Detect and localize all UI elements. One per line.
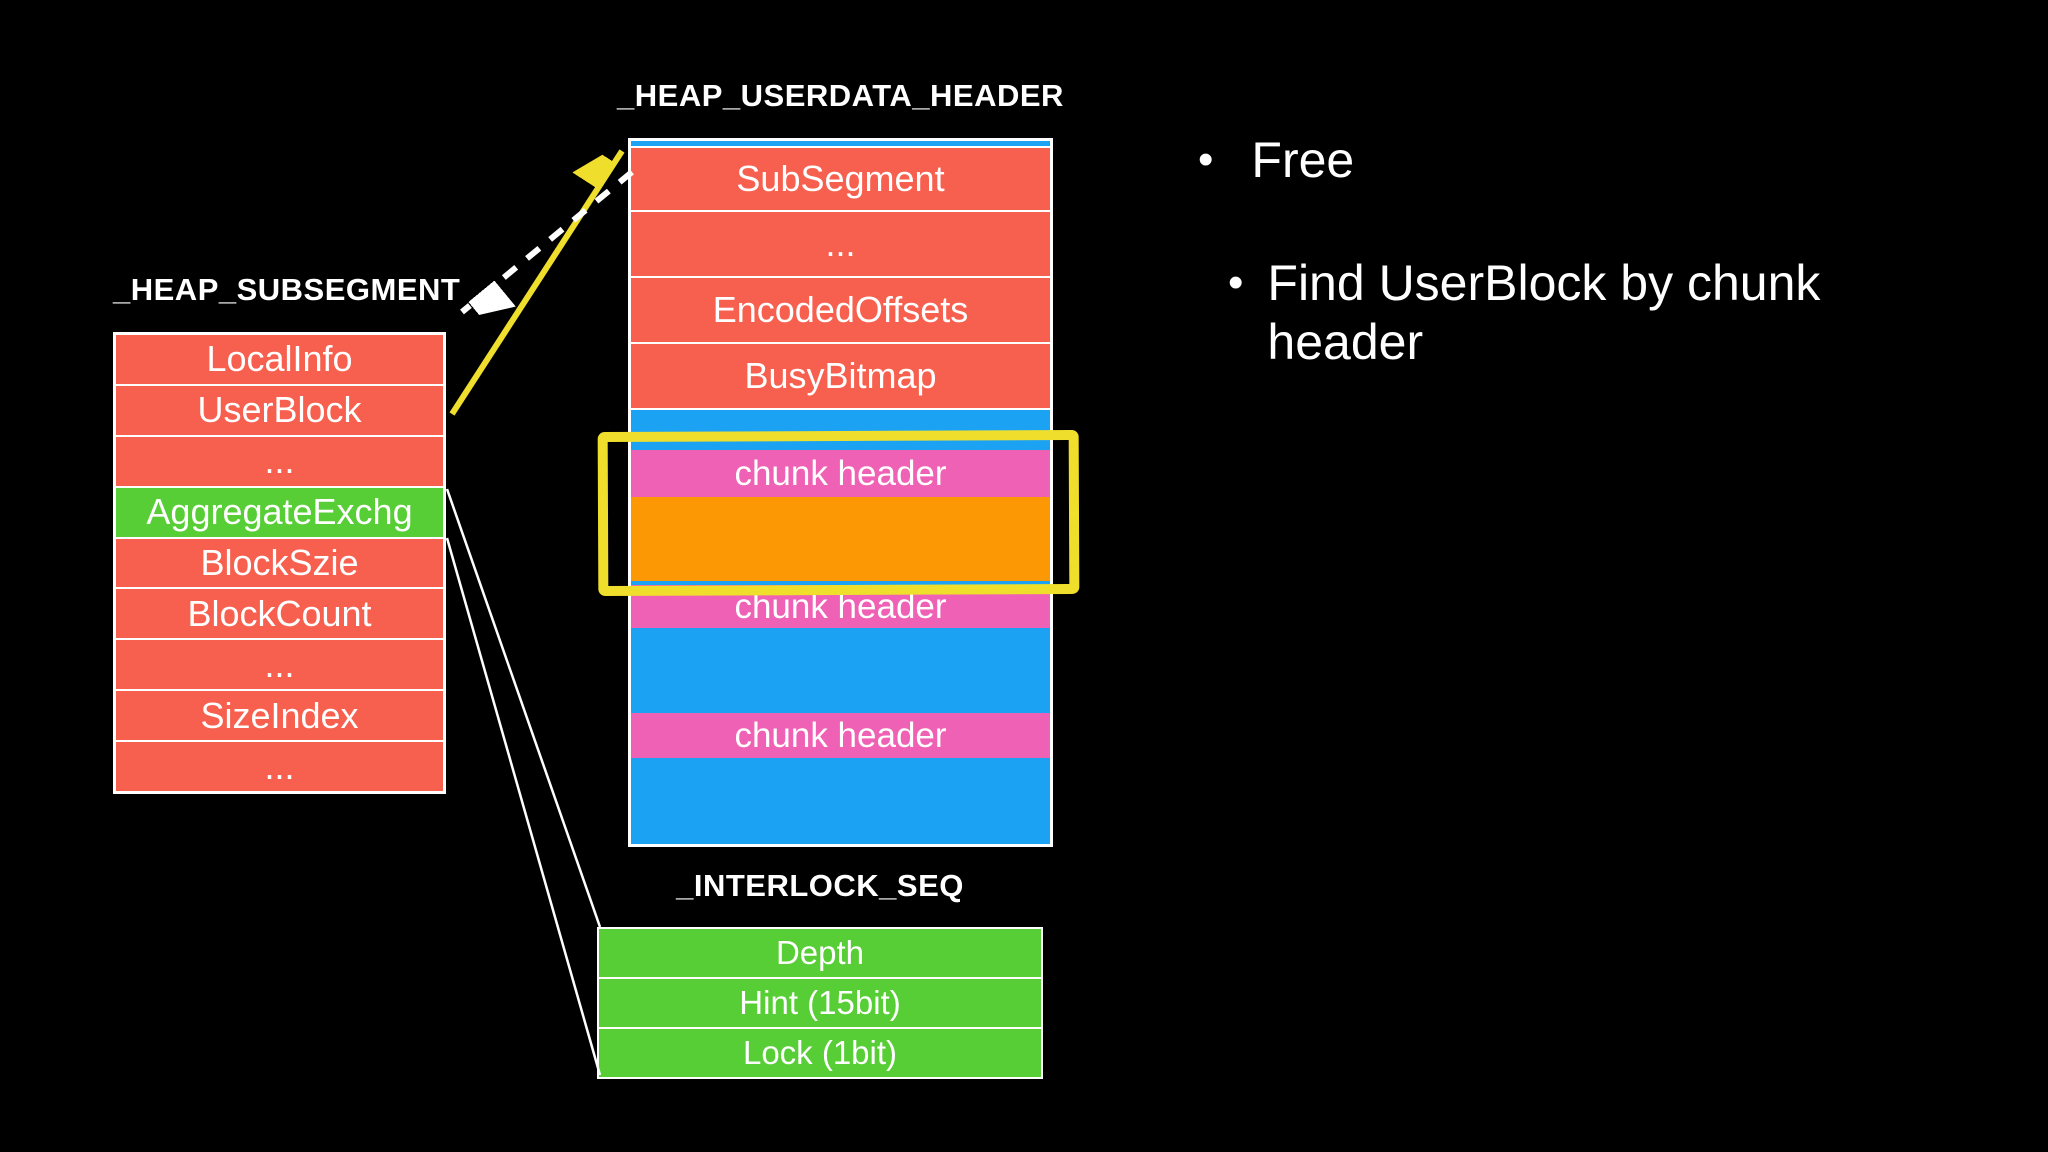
- chunk-highlight-box: [597, 429, 1080, 597]
- subsegment-struct-box: LocalInfo UserBlock ... AggregateExchg B…: [113, 332, 446, 794]
- field-ellipsis-1: ...: [116, 437, 443, 488]
- userblock-region-2: [631, 628, 1050, 713]
- interlock-struct-title: _INTERLOCK_SEQ: [676, 868, 964, 903]
- field-ellipsis: ...: [631, 212, 1050, 278]
- note-find-userblock-text: Find UserBlock by chunk header: [1267, 255, 1821, 370]
- field-encodedoffsets: EncodedOffsets: [631, 278, 1050, 344]
- field-blockcount: BlockCount: [116, 589, 443, 641]
- field-ellipsis-3: ...: [264, 745, 295, 787]
- field-sizeindex: SizeIndex: [116, 691, 443, 743]
- userblock-pointer-arrow-yellow: [449, 151, 625, 416]
- field-blockszie: BlockSzie: [116, 539, 443, 590]
- userdata-struct-title: _HEAP_USERDATA_HEADER: [617, 78, 1064, 113]
- note-find-userblock: • Find UserBlock by chunk header: [1228, 254, 1908, 372]
- bullet-dot-icon: •: [1198, 135, 1214, 184]
- userblock-region-3: [631, 758, 1050, 844]
- field-lock: Lock (1bit): [742, 1034, 898, 1071]
- field-localinfo: LocalInfo: [116, 335, 443, 386]
- field-busybitmap: BusyBitmap: [631, 344, 1050, 410]
- field-ellipsis-2: ...: [116, 640, 443, 692]
- note-free: • Free: [1198, 131, 1354, 190]
- field-userblock: UserBlock: [116, 386, 443, 437]
- expand-line-bottom: [445, 537, 602, 1076]
- field-hint: Hint (15bit): [599, 979, 1041, 1029]
- subsegment-struct-title: _HEAP_SUBSEGMENT: [113, 272, 461, 307]
- field-subsegment: SubSegment: [631, 146, 1050, 212]
- field-depth: Depth: [599, 929, 1041, 979]
- userblock-blue-strip: [631, 141, 1050, 146]
- note-free-text: Free: [1251, 132, 1355, 188]
- interlock-struct-box: Depth Hint (15bit) Lock (1bit): [597, 927, 1043, 1079]
- subsegment-backpointer-arrow-dashed: [460, 169, 634, 312]
- chunk-header-3: chunk header: [631, 713, 1050, 758]
- expand-line-top: [445, 488, 602, 928]
- bullet-dot-icon: •: [1228, 258, 1244, 307]
- field-aggregateexchg: AggregateExchg: [116, 487, 443, 539]
